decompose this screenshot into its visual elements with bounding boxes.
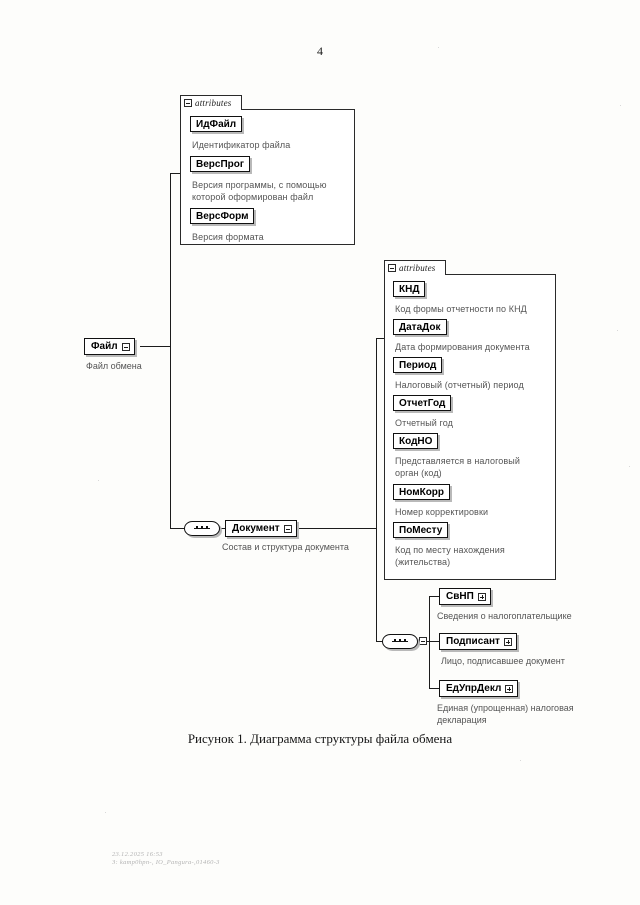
node-edupdekl[interactable]: ЕдУпрДекл — [439, 680, 519, 697]
node-edupdekl-label: ЕдУпрДекл — [446, 682, 502, 694]
node-dokument[interactable]: Документ — [225, 520, 297, 537]
attr-chip-label: ПоМесту — [399, 524, 443, 536]
node-fail[interactable]: Файл — [84, 338, 135, 355]
attr-chip-label: НомКорр — [399, 486, 445, 498]
minus-box-icon[interactable] — [184, 99, 192, 107]
plus-box-icon[interactable] — [505, 684, 514, 693]
attr-chip-datadok[interactable]: ДатаДок — [393, 319, 447, 335]
attr-chip-versprog[interactable]: ВерсПрог — [190, 156, 251, 172]
plus-box-icon[interactable] — [503, 637, 512, 646]
minus-box-icon[interactable] — [388, 264, 396, 272]
attr-chip-pomestu[interactable]: ПоМесту — [393, 522, 449, 538]
attr-desc-versform: Версия формата — [192, 232, 264, 242]
scan-speck — [520, 760, 521, 761]
node-svnp-caption: Сведения о налогоплательщике — [437, 611, 572, 621]
plus-box-icon[interactable] — [477, 592, 486, 601]
connector-child-3 — [429, 688, 439, 689]
attr-chip-label: ИдФайл — [196, 118, 237, 130]
attributes-tab-label: attributes — [195, 98, 232, 108]
connector-to-doc-sequence — [170, 528, 184, 529]
attr-chip-label: Период — [399, 359, 437, 371]
scan-speck — [98, 480, 99, 481]
minus-box-icon[interactable] — [121, 342, 130, 351]
connector-seq2-stub — [418, 641, 420, 642]
attr-desc-pomestu: Код по месту нахождения (жительства) — [395, 545, 505, 567]
attr-desc-knd: Код формы отчетности по КНД — [395, 304, 527, 314]
sequence-dots-icon — [194, 526, 210, 529]
minus-box-icon[interactable] — [419, 637, 427, 645]
scan-speck — [617, 330, 618, 331]
attr-chip-label: ВерсПрог — [196, 158, 245, 170]
scan-speck — [105, 812, 106, 813]
attr-desc-versprog: Версия программы, с помощью которой офор… — [192, 180, 327, 202]
attr-chip-label: ДатаДок — [399, 321, 441, 333]
attributes-tab-document[interactable]: attributes — [384, 260, 446, 275]
sequence-compositor-children[interactable] — [382, 634, 418, 649]
attr-chip-otchetgod[interactable]: ОтчетГод — [393, 395, 452, 411]
attr-desc-nomkorr: Номер корректировки — [395, 507, 489, 517]
attr-chip-versform[interactable]: ВерсФорм — [190, 208, 255, 224]
connector-to-children-sequence — [376, 641, 386, 642]
connector-dokument-vertical — [376, 338, 377, 641]
figure-caption: Рисунок 1. Диаграмма структуры файла обм… — [187, 731, 453, 746]
minus-box-icon[interactable] — [283, 524, 292, 533]
connector-to-doc-attributes — [376, 338, 386, 339]
attr-chip-kodno[interactable]: КодНО — [393, 433, 439, 449]
node-podpisant[interactable]: Подписант — [439, 633, 517, 650]
node-podpisant-caption: Лицо, подписавшее документ — [441, 656, 565, 666]
attr-chip-label: ВерсФорм — [196, 210, 249, 222]
connector-fail-trunk — [140, 346, 170, 347]
scan-speck — [438, 47, 439, 48]
attr-desc-kodno: Представляется в налоговый орган (код) — [395, 456, 520, 478]
connector-children-vertical — [429, 596, 430, 688]
node-dokument-caption: Состав и структура документа — [222, 542, 349, 552]
page-number: 4 — [317, 44, 323, 58]
node-dokument-label: Документ — [232, 522, 280, 534]
node-svnp-label: СвНП — [446, 590, 474, 602]
attr-desc-otchetgod: Отчетный год — [395, 418, 453, 428]
connector-fail-vertical — [170, 173, 171, 528]
scan-speck — [620, 105, 621, 106]
attr-desc-idfail: Идентификатор файла — [192, 140, 291, 150]
connector-child-2 — [429, 641, 439, 642]
attr-chip-nomkorr[interactable]: НомКорр — [393, 484, 451, 500]
connector-child-1 — [429, 596, 439, 597]
attributes-tab-file[interactable]: attributes — [180, 95, 242, 110]
attr-chip-label: КНД — [399, 283, 420, 295]
node-edupdekl-caption: Единая (упрощенная) налоговая декларация — [437, 703, 574, 725]
node-fail-caption: Файл обмена — [86, 361, 142, 371]
scan-footer: 23.12.2025 16:53 З: kamp0hpn-, IO_Pangur… — [112, 851, 220, 866]
node-svnp[interactable]: СвНП — [439, 588, 491, 605]
attr-chip-period[interactable]: Период — [393, 357, 443, 373]
connector-to-file-attributes — [170, 173, 182, 174]
sequence-dots-icon — [392, 639, 408, 642]
sequence-compositor-document[interactable] — [184, 521, 220, 536]
connector-dokument-trunk — [293, 528, 376, 529]
attr-desc-period: Налоговый (отчетный) период — [395, 380, 524, 390]
attributes-tab-label: attributes — [399, 263, 436, 273]
attr-chip-knd[interactable]: КНД — [393, 281, 426, 297]
attr-chip-idfail[interactable]: ИдФайл — [190, 116, 243, 132]
scan-speck — [629, 466, 630, 467]
attr-chip-label: ОтчетГод — [399, 397, 446, 409]
attr-chip-label: КодНО — [399, 435, 433, 447]
node-fail-label: Файл — [91, 340, 118, 352]
node-podpisant-label: Подписант — [446, 635, 500, 647]
attr-desc-datadok: Дата формирования документа — [395, 342, 530, 352]
